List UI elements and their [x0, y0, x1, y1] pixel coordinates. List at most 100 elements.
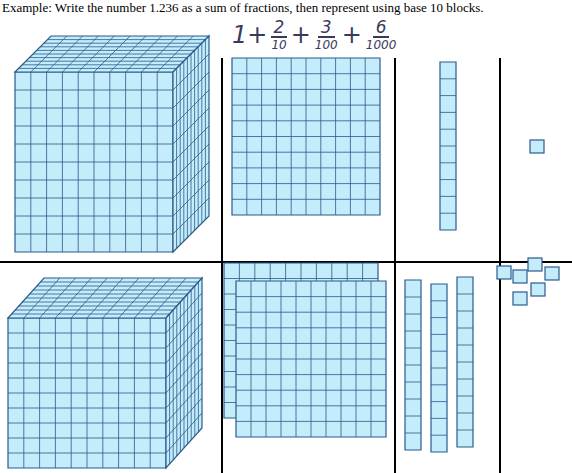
- grid-line: [47, 39, 205, 40]
- grid-line: [232, 73, 380, 74]
- grid-line: [236, 405, 386, 406]
- grid-line: [166, 323, 202, 363]
- grid-line: [19, 68, 177, 69]
- grid-line: [166, 383, 202, 423]
- grid-line: [15, 162, 173, 163]
- unit-cube: [531, 283, 545, 296]
- numerator: 6: [373, 18, 390, 38]
- grid-line: [457, 345, 473, 346]
- grid-line: [236, 421, 386, 422]
- unit-cube: [497, 266, 511, 279]
- hundred-flat: [232, 58, 380, 215]
- grid-line: [236, 312, 386, 313]
- grid-line: [232, 199, 380, 200]
- hundred-flat: [236, 281, 386, 437]
- grid-line: [173, 108, 209, 144]
- grid-line: [8, 438, 166, 439]
- grid-line: [232, 136, 380, 137]
- example-prompt: Example: Write the number 1.236 as a sum…: [2, 0, 550, 15]
- grid-line: [22, 302, 180, 303]
- grid-line: [15, 126, 173, 127]
- grid-line: [431, 401, 447, 402]
- grid-line: [405, 331, 421, 332]
- grid-line: [8, 333, 166, 334]
- block-face: [232, 58, 380, 215]
- denominator: 100: [314, 38, 339, 52]
- grid-line: [236, 343, 386, 344]
- grid-line: [15, 310, 173, 311]
- grid-line: [232, 105, 380, 106]
- grid-line: [37, 50, 195, 51]
- grid-line: [440, 213, 456, 214]
- block-face: [166, 278, 202, 468]
- grid-line: [405, 314, 421, 315]
- grid-line: [431, 435, 447, 436]
- grid-line: [236, 374, 386, 375]
- grid-line: [232, 183, 380, 184]
- grid-line: [457, 413, 473, 414]
- grid-line: [457, 396, 473, 397]
- block-face: [8, 318, 166, 468]
- grid-line: [173, 144, 209, 180]
- grid-line: [431, 351, 447, 352]
- grid-line: [15, 198, 173, 199]
- grid-line: [166, 308, 202, 348]
- grid-line: [457, 328, 473, 329]
- grid-line: [33, 54, 191, 55]
- grid-line: [405, 416, 421, 417]
- ten-rod: [405, 280, 421, 450]
- grid-line: [29, 57, 187, 58]
- thousand-cube: [8, 278, 202, 468]
- grid-line: [440, 162, 456, 163]
- grid-line: [173, 54, 209, 90]
- grid-line: [166, 293, 202, 333]
- grid-line: [431, 418, 447, 419]
- grid-line: [8, 393, 166, 394]
- grid-line: [166, 353, 202, 393]
- grid-line: [457, 311, 473, 312]
- grid-line: [26, 61, 184, 62]
- grid-line: [37, 286, 195, 287]
- grid-line: [431, 384, 447, 385]
- fraction: 3100: [314, 18, 339, 52]
- unit-cube: [528, 258, 542, 271]
- denominator: 10: [270, 38, 287, 52]
- grid-line: [236, 296, 386, 297]
- grid-line: [173, 90, 209, 126]
- thousand-cube: [15, 36, 209, 252]
- grid-line: [173, 162, 209, 198]
- grid-line: [457, 362, 473, 363]
- grid-line: [440, 129, 456, 130]
- grid-line: [8, 363, 166, 364]
- grid-line: [405, 382, 421, 383]
- grid-line: [457, 379, 473, 380]
- grid-line: [15, 234, 173, 235]
- grid-line: [30, 294, 188, 295]
- ten-rod: [431, 284, 447, 452]
- denominator: 1000: [365, 38, 398, 52]
- grid-line: [440, 78, 456, 79]
- ten-rod: [440, 62, 456, 230]
- grid-line: [8, 378, 166, 379]
- grid-line: [22, 64, 180, 65]
- unit-cube: [513, 270, 527, 283]
- grid-line: [232, 89, 380, 90]
- fraction: 61000: [365, 18, 398, 52]
- grid-line: [232, 120, 380, 121]
- numerator: 2: [271, 18, 288, 38]
- grid-line: [236, 390, 386, 391]
- grid-line: [33, 290, 191, 291]
- block-face: [440, 62, 456, 230]
- grid-line: [232, 167, 380, 168]
- grid-line: [166, 413, 202, 453]
- unit-cube: [513, 292, 527, 305]
- unit-cube: [530, 140, 544, 153]
- ten-rod: [457, 277, 473, 447]
- grid-line: [173, 126, 209, 162]
- grid-line: [12, 314, 170, 315]
- grid-line: [440, 196, 456, 197]
- term: +: [291, 22, 311, 48]
- block-face: [173, 36, 209, 252]
- grid-line: [44, 43, 202, 44]
